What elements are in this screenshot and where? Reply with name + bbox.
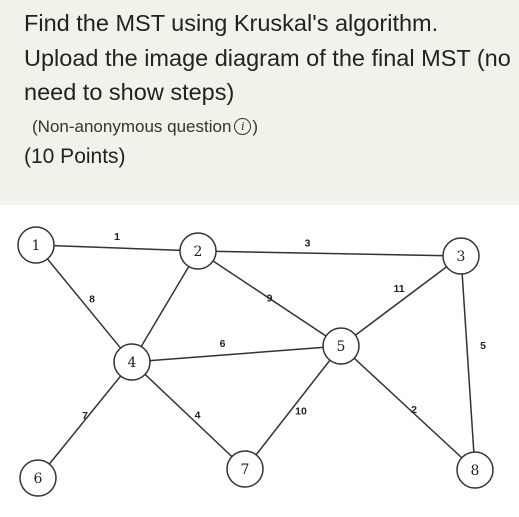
node-label: 2 xyxy=(194,244,203,260)
edge-5-8 xyxy=(340,345,476,471)
node-label: 3 xyxy=(457,249,466,265)
node-6 xyxy=(19,459,57,497)
node-label: 5 xyxy=(337,339,346,355)
edge-1-4 xyxy=(35,244,133,363)
node-label: 7 xyxy=(241,462,250,478)
edge-3-8 xyxy=(460,255,476,471)
node-7 xyxy=(226,450,264,488)
edge-weight-label: 7 xyxy=(82,410,88,422)
question-panel: Find the MST using Kruskal's algorithm. … xyxy=(0,0,519,205)
edge-4-6 xyxy=(37,361,133,479)
edge-4-7 xyxy=(131,361,246,470)
non-anonymous-label: (Non-anonymous question xyxy=(32,116,232,136)
edge-weight-label: 11 xyxy=(393,283,404,295)
edge-weight-label: 4 xyxy=(195,409,201,421)
node-4 xyxy=(113,343,151,381)
edge-1-2 xyxy=(35,244,199,252)
graph-svg: 1 8 3 9 6 7 4 11 10 2 5 1 2 3 4 5 6 7 8 xyxy=(17,226,494,497)
node-label: 4 xyxy=(128,355,137,371)
edge-weight-label: 10 xyxy=(295,405,307,417)
edge-weight-label: 1 xyxy=(114,231,120,243)
question-meta: (Non-anonymous question i ) xyxy=(24,117,519,137)
non-anonymous-close: ) xyxy=(252,116,259,136)
question-title: Find the MST using Kruskal's algorithm. … xyxy=(24,10,511,105)
info-icon[interactable]: i xyxy=(234,118,252,135)
edge-weight-label: 8 xyxy=(89,293,95,305)
edge-weight-label: 2 xyxy=(411,404,417,416)
edge-weight-label: 5 xyxy=(480,340,486,352)
edge-5-7 xyxy=(244,345,342,470)
node-label: 1 xyxy=(32,238,41,254)
node-label: 6 xyxy=(34,471,43,487)
edge-2-4 xyxy=(131,250,199,363)
node-label: 8 xyxy=(471,463,480,479)
edge-2-5 xyxy=(197,250,342,347)
node-5 xyxy=(322,327,360,365)
node-8 xyxy=(456,451,494,489)
edge-4-5 xyxy=(131,345,342,363)
edge-weight-label: 9 xyxy=(267,292,273,304)
node-3 xyxy=(442,237,480,275)
node-2 xyxy=(179,232,217,270)
graph-diagram: 1 8 3 9 6 7 4 11 10 2 5 1 2 3 4 5 6 7 8 xyxy=(0,205,519,517)
edge-5-3 xyxy=(340,255,462,347)
edge-weight-label: 6 xyxy=(220,338,226,350)
edge-2-3 xyxy=(197,250,462,257)
edge-weight-label: 3 xyxy=(305,237,311,249)
question-points: (10 Points) xyxy=(24,144,126,168)
node-1 xyxy=(17,226,55,264)
